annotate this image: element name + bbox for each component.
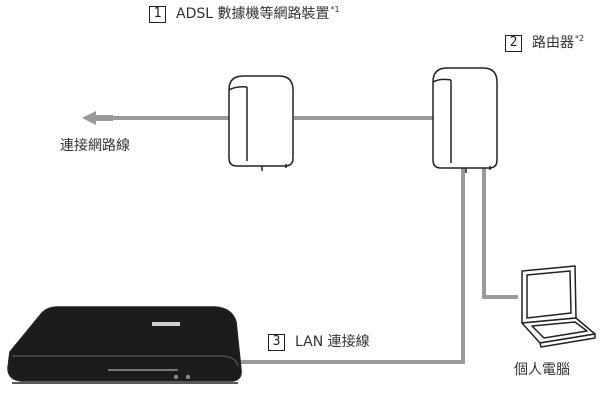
cable3-label: 3 LAN 連接線 <box>268 333 370 351</box>
router-icon <box>432 67 498 173</box>
modem-icon <box>228 75 294 171</box>
device2-text: 路由器 <box>532 35 574 51</box>
cable3-text: LAN 連接線 <box>295 334 370 350</box>
device2-note: *2 <box>575 34 585 43</box>
laptop-icon <box>521 265 596 348</box>
router-laptop-cable <box>482 168 518 299</box>
device1-number-box: 1 <box>149 5 166 23</box>
device1-note: *1 <box>330 5 340 14</box>
device2-number-box: 2 <box>505 34 522 52</box>
cable3-number-box: 3 <box>268 333 285 351</box>
device1-label: 1 ADSL 數據機等網路裝置 *1 <box>149 5 340 23</box>
internet-line-label: 連接網路線 <box>60 137 130 155</box>
lan-cable <box>236 168 465 364</box>
internet-line-text: 連接網路線 <box>60 138 130 154</box>
arrow-left-icon <box>82 111 113 125</box>
pc-label: 個人電腦 <box>514 361 570 379</box>
pc-text: 個人電腦 <box>514 362 570 378</box>
device1-text: ADSL 數據機等網路裝置 <box>176 6 330 22</box>
cables <box>112 116 518 364</box>
game-console-icon <box>7 306 242 384</box>
device2-label: 2 路由器 *2 <box>505 34 584 52</box>
